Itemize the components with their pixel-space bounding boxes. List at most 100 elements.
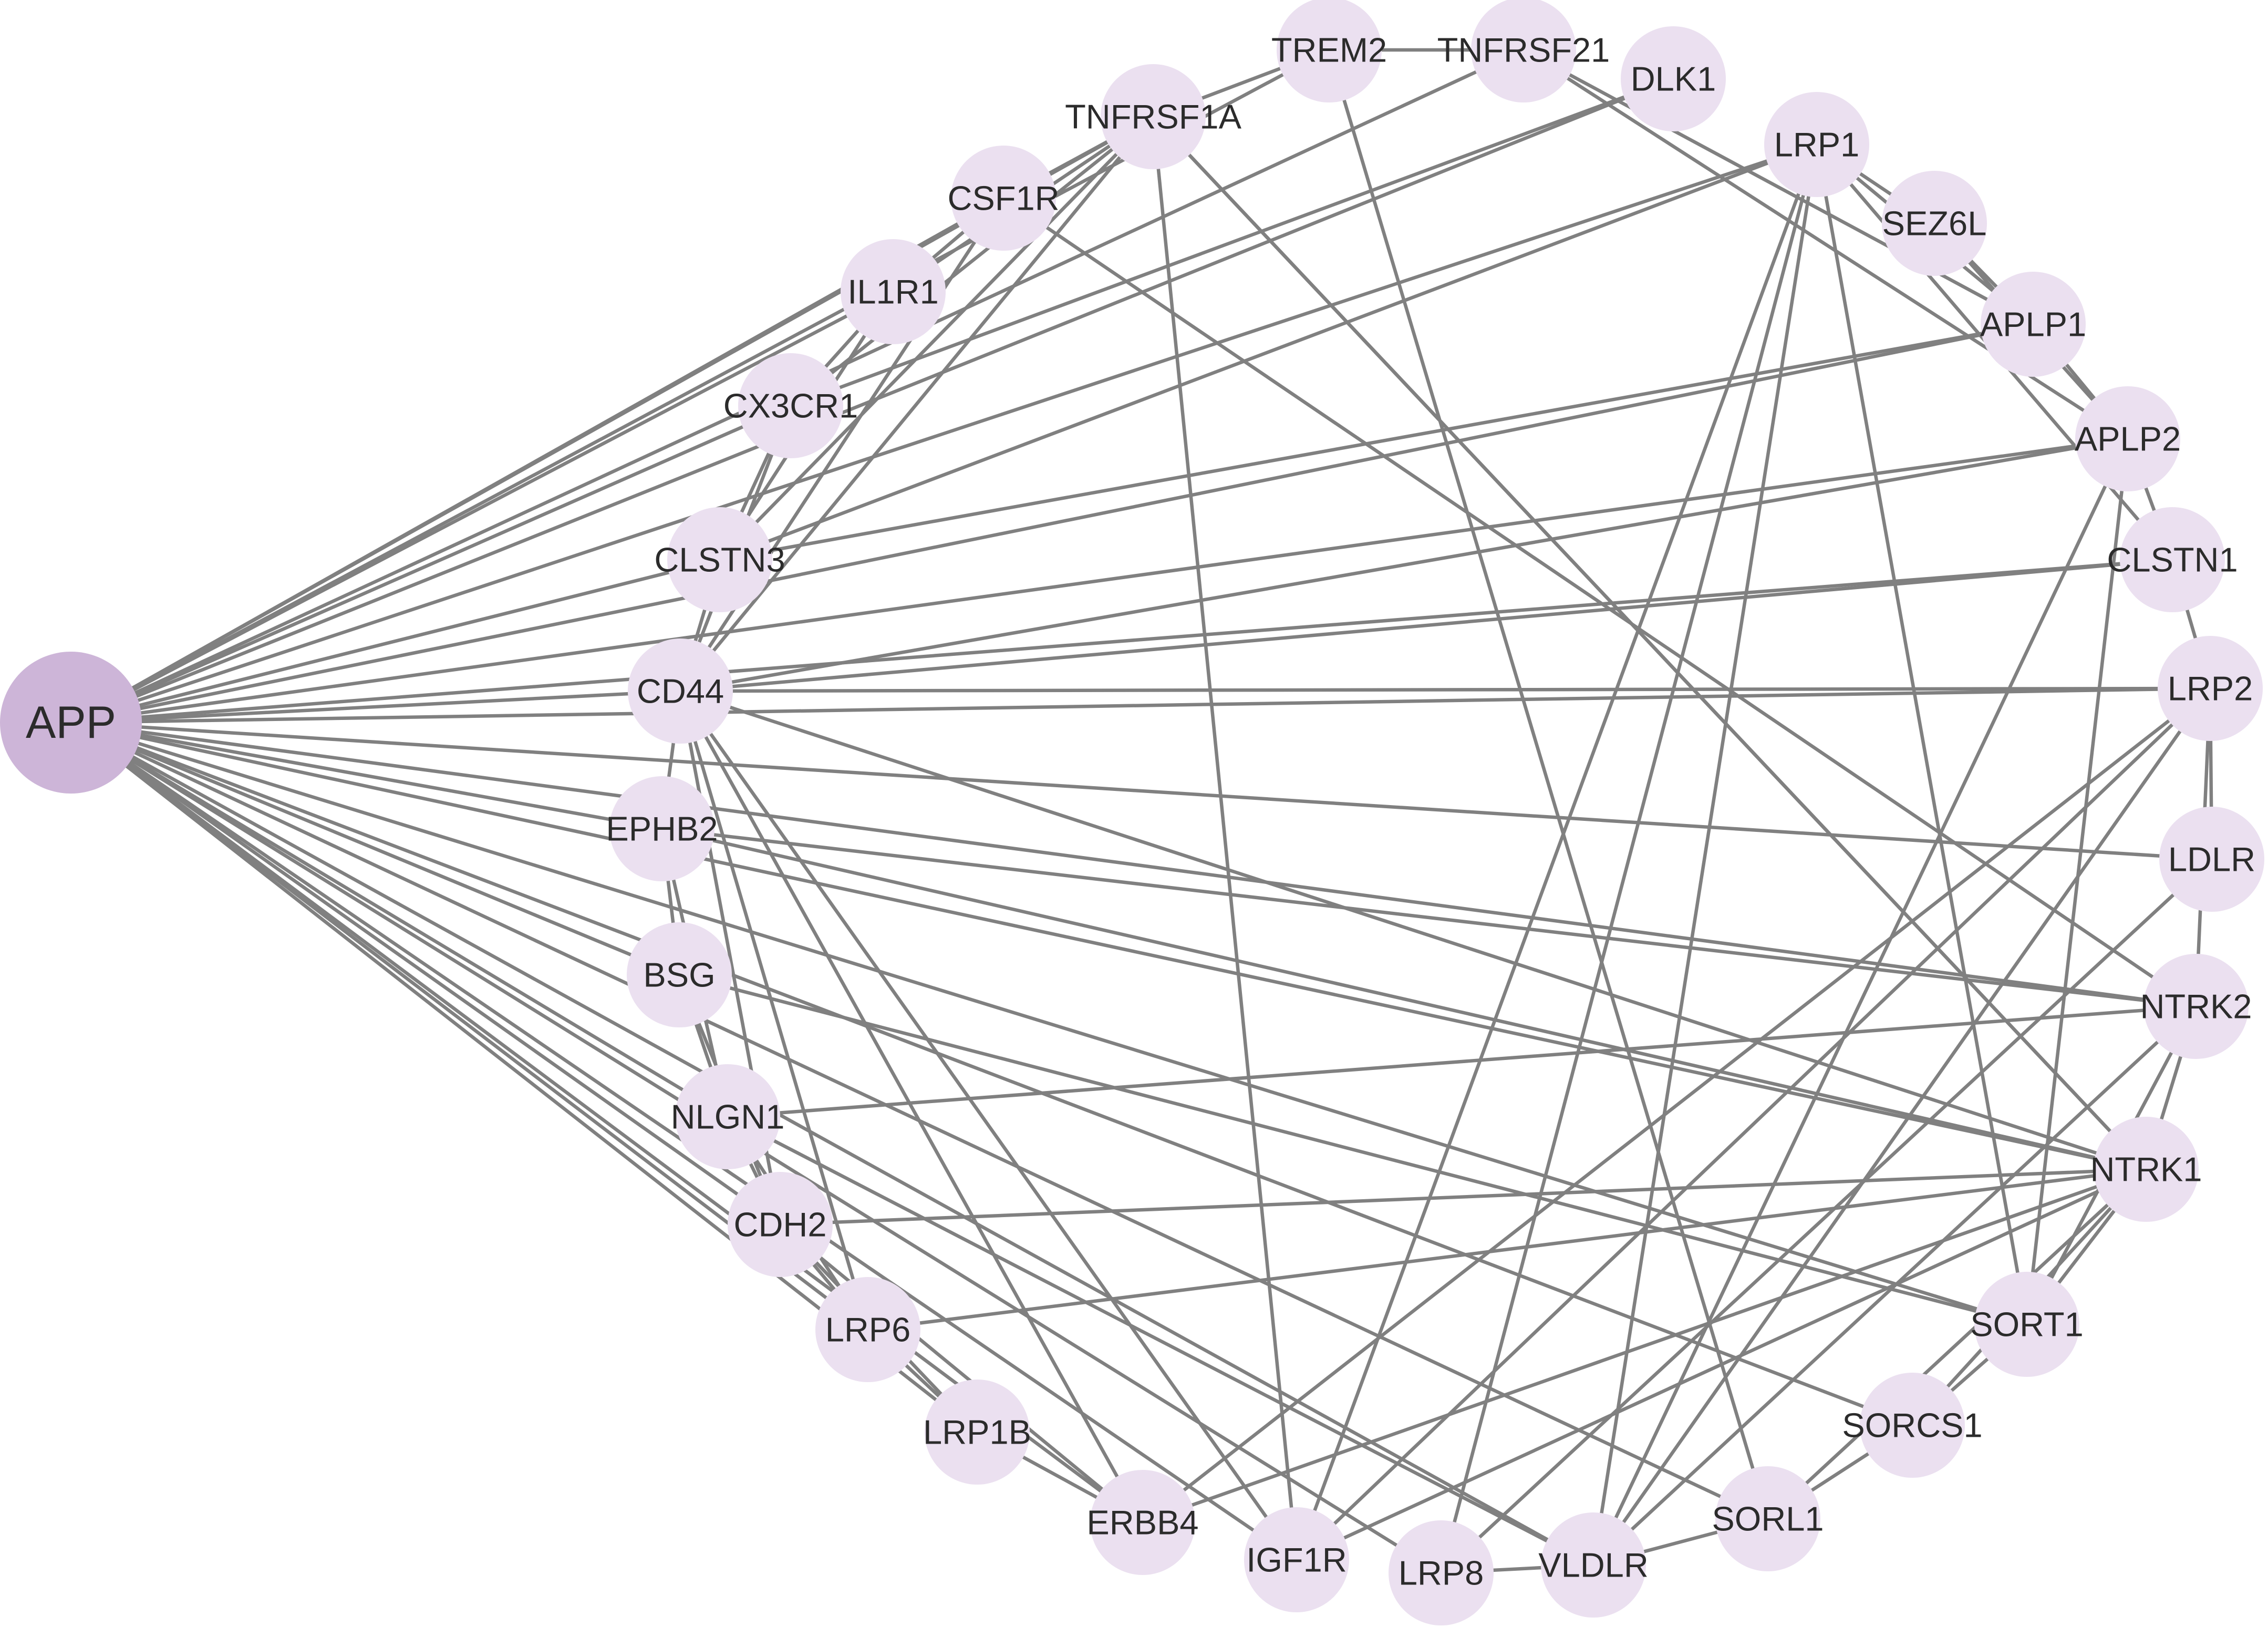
node-label: NTRK1 xyxy=(2090,1150,2202,1189)
node-circle[interactable] xyxy=(2158,636,2263,741)
node-circle[interactable] xyxy=(1764,92,1869,197)
node-label: ERBB4 xyxy=(1086,1504,1198,1542)
node-label: BSG xyxy=(643,956,715,994)
edge-cd44-lrp2 xyxy=(680,686,2211,693)
node-trem2[interactable]: TREM2 xyxy=(1271,0,1387,102)
node-ldlr[interactable]: LDLR xyxy=(2159,807,2264,912)
edge-app-cx3cr1 xyxy=(70,404,792,724)
node-circle[interactable] xyxy=(1981,272,2086,377)
node-csf1r[interactable]: CSF1R xyxy=(947,146,1060,251)
node-lrp6[interactable]: LRP6 xyxy=(815,1277,920,1382)
node-circle[interactable] xyxy=(1541,1512,1646,1618)
node-circle[interactable] xyxy=(951,146,1056,251)
node-ntrk2[interactable]: NTRK2 xyxy=(2140,954,2252,1059)
node-circle[interactable] xyxy=(1621,26,1726,131)
node-circle[interactable] xyxy=(2120,507,2225,612)
node-circle[interactable] xyxy=(628,639,733,744)
node-circle[interactable] xyxy=(1471,0,1576,102)
edge-sorl1-ntrk1 xyxy=(1766,1168,2148,1520)
node-circle[interactable] xyxy=(2094,1117,2199,1222)
node-il1r1[interactable]: IL1R1 xyxy=(841,239,946,344)
node-circle[interactable] xyxy=(667,507,772,612)
edge-app-lrp1 xyxy=(70,142,1818,725)
node-dlk1[interactable]: DLK1 xyxy=(1621,26,1726,131)
node-label: APP xyxy=(26,697,116,748)
node-tnfrsf21[interactable]: TNFRSF21 xyxy=(1437,0,1610,102)
node-circle[interactable] xyxy=(0,652,142,794)
node-circle[interactable] xyxy=(1882,171,1987,276)
node-label: LRP1B xyxy=(923,1413,1031,1451)
edge-app-vldlr xyxy=(70,721,1594,1567)
node-circle[interactable] xyxy=(815,1277,920,1382)
node-circle[interactable] xyxy=(609,776,714,881)
node-cdh2[interactable]: CDH2 xyxy=(728,1172,833,1277)
node-circle[interactable] xyxy=(2075,386,2180,491)
node-vldlr[interactable]: VLDLR xyxy=(1538,1512,1649,1618)
node-lrp8[interactable]: LRP8 xyxy=(1389,1520,1494,1625)
edge-cdh2-ntrk1 xyxy=(780,1167,2147,1227)
node-igf1r[interactable]: IGF1R xyxy=(1244,1507,1349,1612)
edge-app-sorcs1 xyxy=(70,720,1913,1427)
node-label: TREM2 xyxy=(1271,31,1387,69)
node-sez6l[interactable]: SEZ6L xyxy=(1882,171,1987,276)
node-label: APLP1 xyxy=(1980,305,2086,344)
node-aplp1[interactable]: APLP1 xyxy=(1980,272,2086,377)
node-circle[interactable] xyxy=(1715,1466,1820,1571)
node-label: CLSTN3 xyxy=(654,541,785,579)
node-label: SEZ6L xyxy=(1882,204,1987,243)
node-circle[interactable] xyxy=(627,922,732,1027)
node-sort1[interactable]: SORT1 xyxy=(1970,1272,2084,1377)
node-ephb2[interactable]: EPHB2 xyxy=(606,776,718,881)
edge-cd44-ntrk1 xyxy=(679,689,2147,1171)
node-circle[interactable] xyxy=(1244,1507,1349,1612)
node-circle[interactable] xyxy=(675,1064,780,1169)
edge-app-clstn1 xyxy=(70,558,2173,725)
edge-vldlr-ntrk2 xyxy=(1592,1005,2198,1567)
node-circle[interactable] xyxy=(1101,64,1206,169)
edge-app-ntrk2 xyxy=(70,720,2197,1008)
edge-sort1-lrp1 xyxy=(1815,144,2029,1325)
node-cx3cr1[interactable]: CX3CR1 xyxy=(723,353,858,458)
edge-cd44-aplp2 xyxy=(680,437,2128,693)
node-circle[interactable] xyxy=(841,239,946,344)
node-label: LRP2 xyxy=(2168,670,2253,708)
node-sorl1[interactable]: SORL1 xyxy=(1712,1466,1824,1571)
node-circle[interactable] xyxy=(738,353,843,458)
node-circle[interactable] xyxy=(728,1172,833,1277)
node-bsg[interactable]: BSG xyxy=(627,922,732,1027)
node-nlgn1[interactable]: NLGN1 xyxy=(671,1064,785,1169)
node-label: CD44 xyxy=(637,672,724,711)
edge-app-aplp2 xyxy=(70,437,2128,725)
edge-lrp8-lrp1 xyxy=(1439,144,1819,1573)
edge-csf1r-ntrk2 xyxy=(1002,197,2197,1008)
node-aplp2[interactable]: APLP2 xyxy=(2075,386,2181,491)
node-circle[interactable] xyxy=(1860,1373,1965,1478)
node-circle[interactable] xyxy=(1389,1520,1494,1625)
node-circle[interactable] xyxy=(1277,0,1382,102)
node-ntrk1[interactable]: NTRK1 xyxy=(2090,1117,2202,1222)
node-cd44[interactable]: CD44 xyxy=(628,639,733,744)
node-lrp2[interactable]: LRP2 xyxy=(2158,636,2263,741)
node-circle[interactable] xyxy=(1974,1272,2079,1377)
node-circle[interactable] xyxy=(2159,807,2264,912)
node-lrp1[interactable]: LRP1 xyxy=(1764,92,1869,197)
node-circle[interactable] xyxy=(1090,1470,1195,1575)
edge-bsg-sort1 xyxy=(679,973,2027,1326)
node-circle[interactable] xyxy=(2143,954,2249,1059)
node-erbb4[interactable]: ERBB4 xyxy=(1086,1470,1199,1575)
node-circle[interactable] xyxy=(925,1379,1030,1485)
node-clstn1[interactable]: CLSTN1 xyxy=(2107,507,2238,612)
node-lrp1b[interactable]: LRP1B xyxy=(923,1379,1031,1485)
edge-app-ephb2 xyxy=(70,720,662,831)
node-clstn3[interactable]: CLSTN3 xyxy=(654,507,785,612)
node-app[interactable]: APP xyxy=(0,652,142,794)
node-label: EPHB2 xyxy=(606,810,718,848)
node-label: CSF1R xyxy=(947,179,1059,218)
edge-clstn3-lrp1 xyxy=(719,142,1818,562)
edge-aplp1-tnfrsf21 xyxy=(1523,48,2034,326)
node-sorcs1[interactable]: SORCS1 xyxy=(1842,1373,1983,1478)
edge-ntrk1-tnfrsf1a xyxy=(1152,115,2148,1171)
node-tnfrsf1a[interactable]: TNFRSF1A xyxy=(1065,64,1242,169)
node-label: TNFRSF21 xyxy=(1437,31,1610,69)
